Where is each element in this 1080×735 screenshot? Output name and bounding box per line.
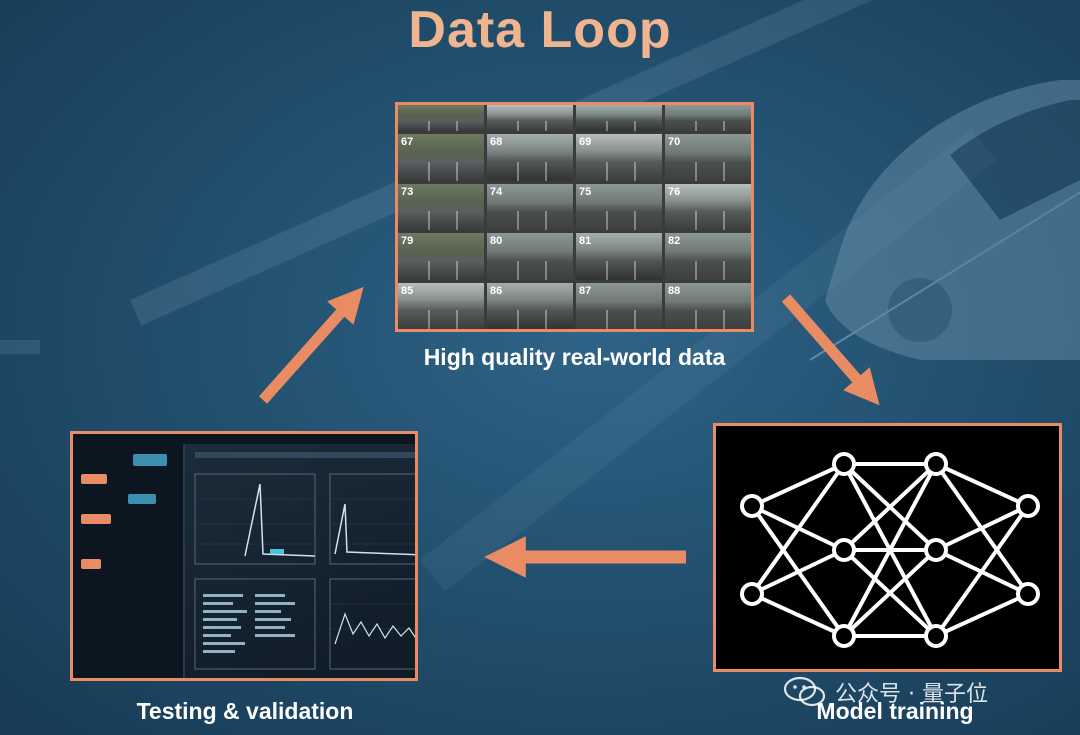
arrow-down-right: [786, 298, 868, 392]
wechat-logo-icon: [783, 676, 827, 708]
watermark-text: 公众号 · 量子位: [835, 676, 988, 708]
watermark: 公众号 · 量子位: [783, 676, 988, 708]
arrow-up-right: [263, 300, 352, 400]
